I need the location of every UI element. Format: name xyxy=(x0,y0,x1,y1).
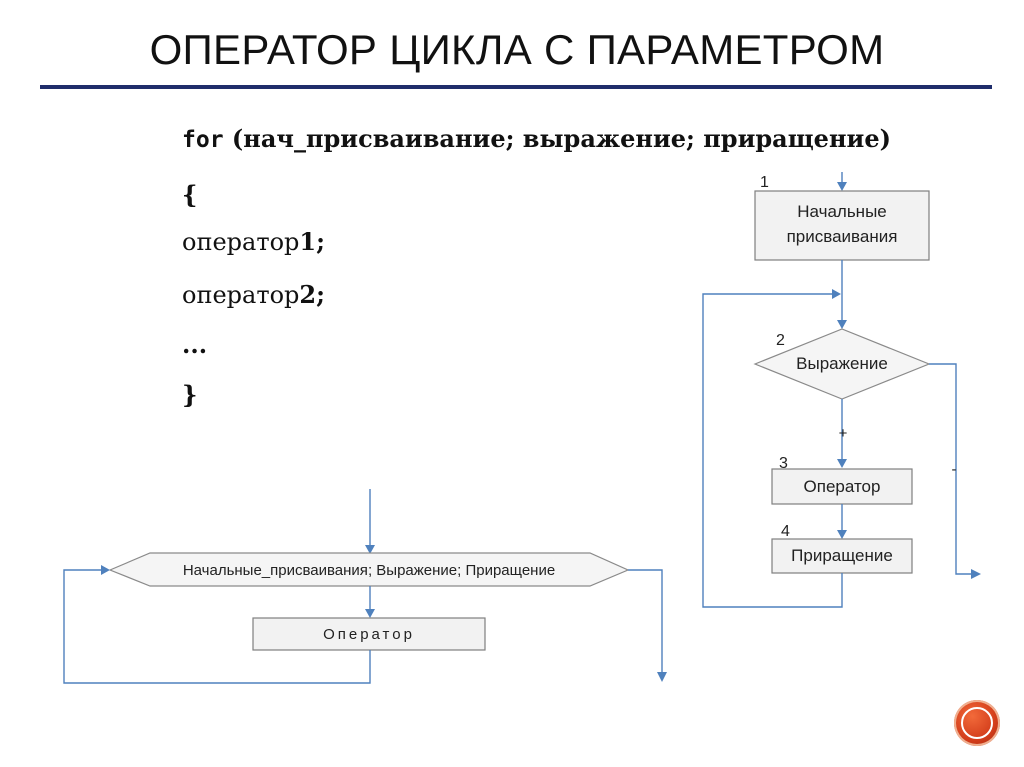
arrow-to-increment-icon xyxy=(837,530,847,539)
condition-number: 2 xyxy=(776,332,785,349)
for-header: (нач_присваивание; выражение; приращение… xyxy=(223,124,891,153)
operator2-semicolon: ; xyxy=(316,280,325,309)
code-line-operator2: оператор2; xyxy=(182,280,325,309)
code-line-operator1: оператор1; xyxy=(182,227,325,256)
block1-label-line2: присваивания xyxy=(787,227,898,246)
compact-operator-box xyxy=(252,617,486,651)
title-divider xyxy=(40,85,992,89)
operator1-number: 1 xyxy=(299,227,317,256)
arrow-to-condition-icon xyxy=(837,320,847,329)
block4-label: Приращение xyxy=(791,546,893,565)
block-operator xyxy=(771,468,913,505)
compact-loop-arrow-icon xyxy=(101,565,110,575)
compact-loop-connector xyxy=(63,569,371,684)
exit-arrow-icon xyxy=(971,569,981,579)
compact-header-part-b: Выражение; Приращение xyxy=(372,562,555,579)
code-line-for: for (нач_присваивание; выражение; приращ… xyxy=(182,124,891,153)
loop-back-connector xyxy=(702,293,843,608)
code-close-brace: } xyxy=(182,380,198,409)
operator1-text: оператор xyxy=(182,228,300,256)
block3-number: 3 xyxy=(779,455,788,472)
compact-header-part-a: Начальные_присваивания xyxy=(183,562,368,579)
no-label: - xyxy=(952,461,957,478)
compact-header-label: Начальные_присваивания; Выражение; Прира… xyxy=(183,562,555,579)
code-open-brace: { xyxy=(182,180,198,209)
operator1-semicolon: ; xyxy=(316,227,325,256)
block1-label-line1: Начальные xyxy=(797,202,887,221)
presentation-logo-icon xyxy=(954,700,1000,746)
compact-body-arrow-icon xyxy=(365,609,375,618)
code-ellipsis: ... xyxy=(182,330,208,359)
slide-title: ОПЕРАТОР ЦИКЛА С ПАРАМЕТРОМ xyxy=(149,26,885,73)
arrow-to-operator-icon xyxy=(837,459,847,468)
block-initial-assignments xyxy=(754,190,930,261)
compact-operator-label: Оператор xyxy=(323,626,415,643)
block1-number: 1 xyxy=(760,174,769,191)
compact-entry-arrow-icon xyxy=(365,545,375,554)
compact-header-separator: ; xyxy=(368,562,372,579)
compact-exit-connector xyxy=(628,569,663,674)
block4-number: 4 xyxy=(781,523,790,540)
operator2-text: оператор xyxy=(182,281,300,309)
for-keyword: for xyxy=(182,127,224,153)
loop-back-arrow-icon xyxy=(832,289,841,299)
block3-label: Оператор xyxy=(804,477,881,496)
yes-label: + xyxy=(839,425,848,442)
compact-exit-arrow-icon xyxy=(657,672,667,682)
connector-no xyxy=(929,363,972,575)
condition-label: Выражение xyxy=(796,354,888,373)
entry-arrow-icon xyxy=(837,182,847,191)
block-increment xyxy=(771,538,913,574)
operator2-number: 2 xyxy=(299,280,317,309)
